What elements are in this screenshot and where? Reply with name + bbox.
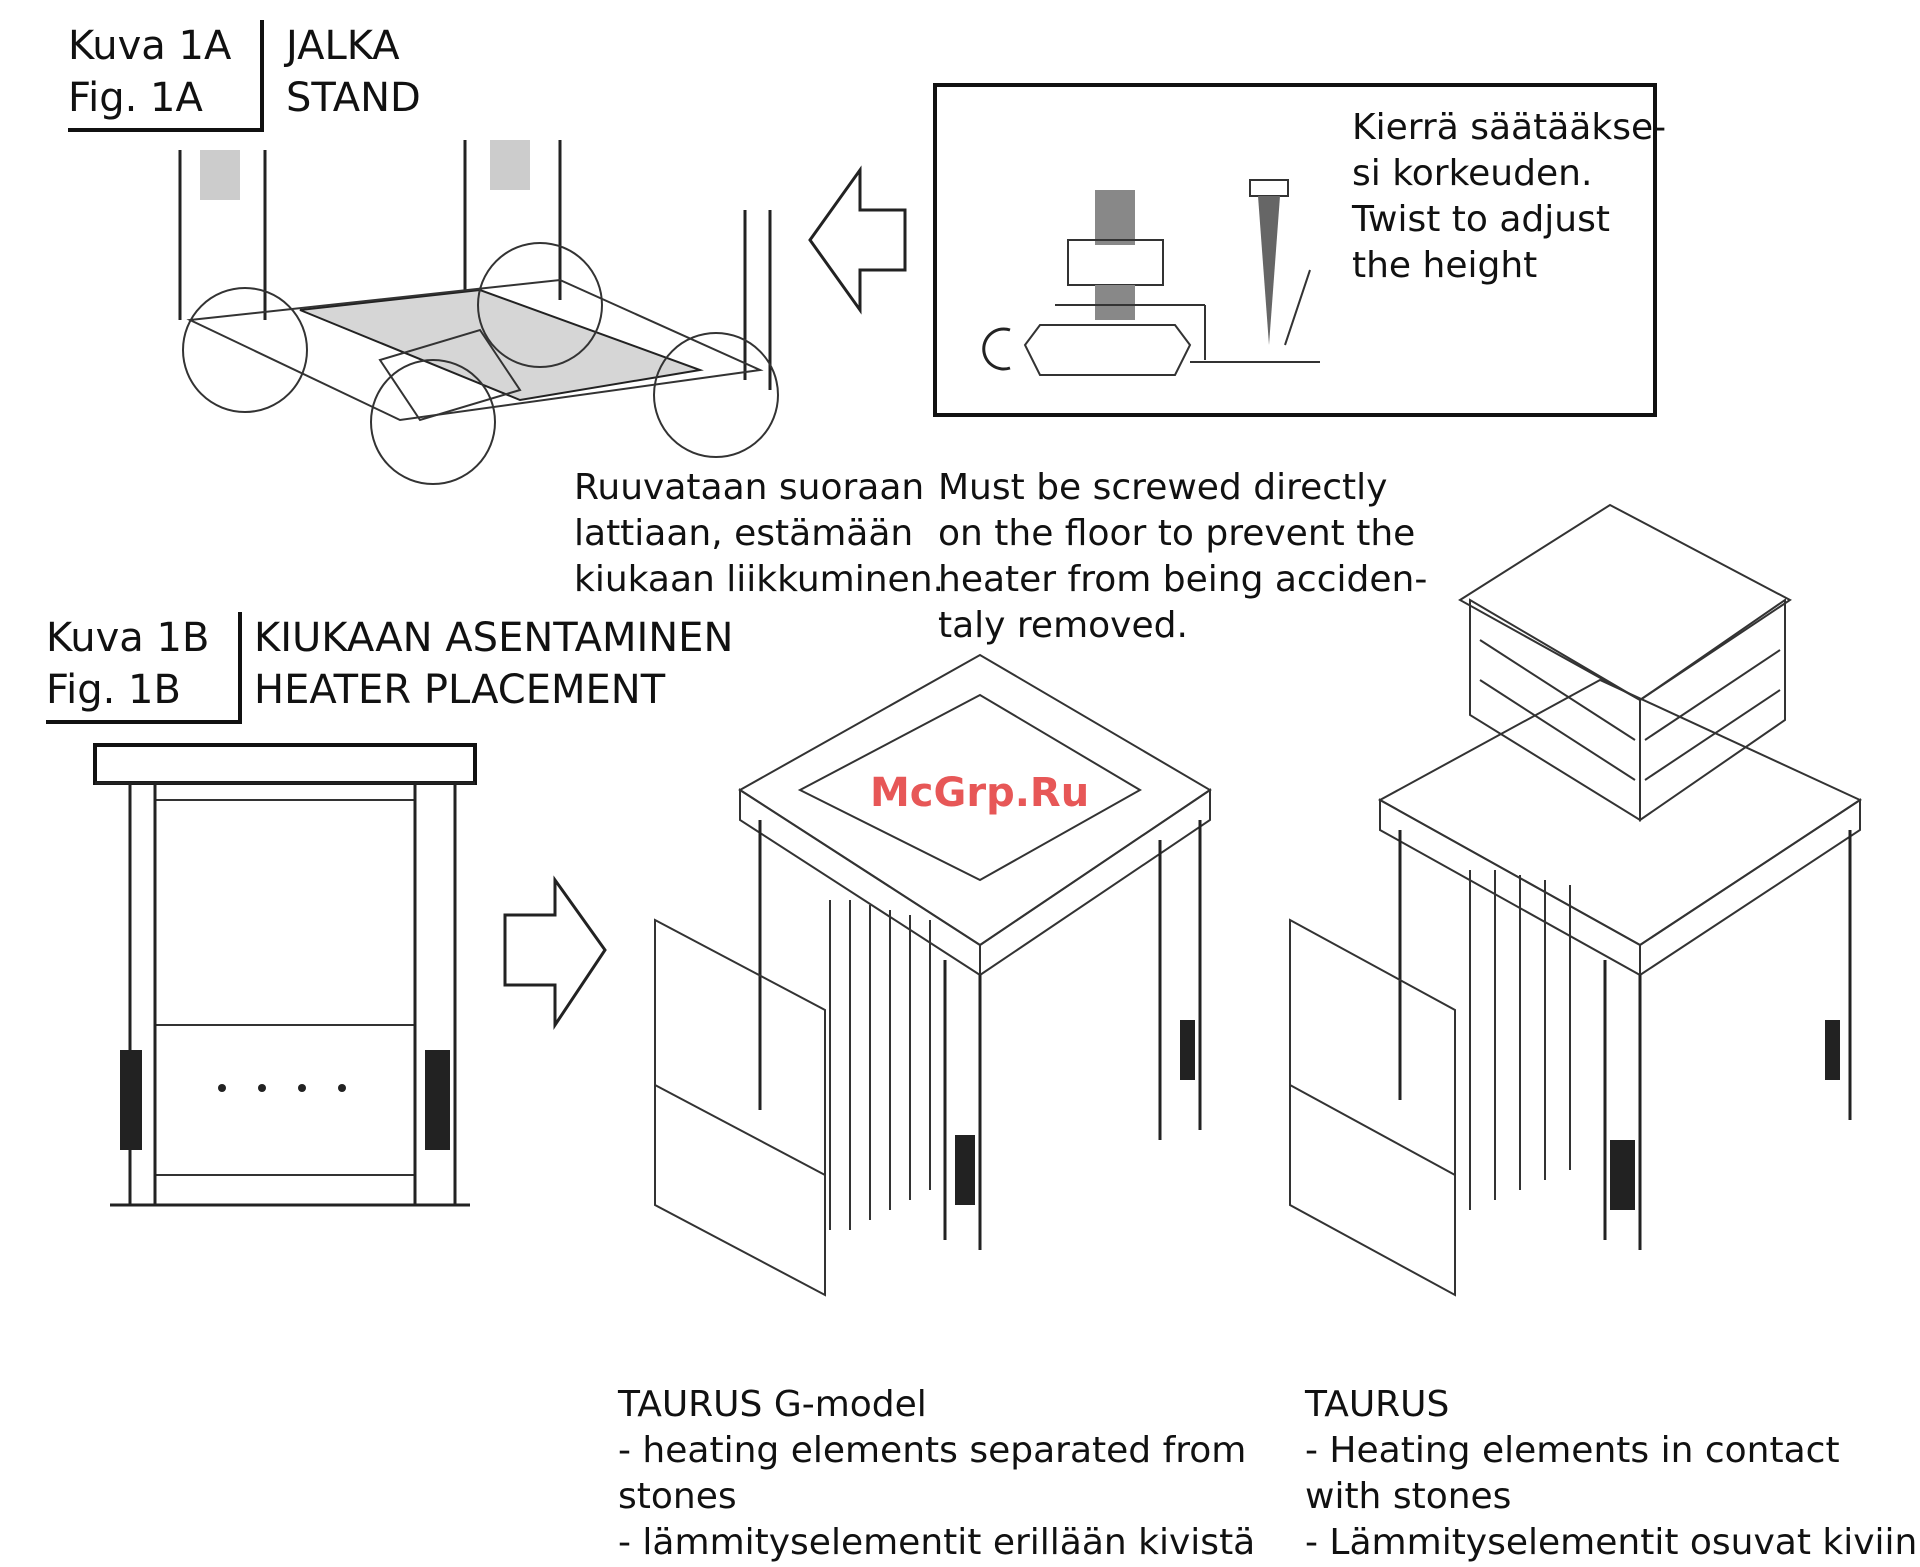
fig1a-label-en: Fig. 1A — [68, 75, 203, 121]
fig1b-label-fi: Kuva 1B — [46, 615, 210, 661]
model-g-caption: TAURUS G-model - heating elements separa… — [618, 1382, 1255, 1566]
fig1b-label: Kuva 1B Fig. 1B — [46, 612, 242, 724]
watermark: McGrp.Ru — [870, 770, 1090, 816]
adjust-note-line-2: si korkeuden. — [1352, 153, 1593, 194]
screw-note-fi-line-1: Ruuvataan suoraan — [574, 467, 925, 508]
model-g-line-4: - lämmityselementit erillään kivistä — [618, 1522, 1256, 1563]
screw-note-en-line-1: Must be screwed directly — [938, 467, 1388, 508]
arrow-left-icon — [808, 165, 907, 315]
adjust-note-line-4: the height — [1352, 245, 1538, 286]
model-g-line-3: stones — [618, 1476, 737, 1517]
heater-g-model-drawing — [654, 653, 1212, 1297]
model-g-line-2: - heating elements separated from — [618, 1430, 1247, 1471]
screw-note-fi: Ruuvataan suoraan lattiaan, estämään kiu… — [574, 465, 944, 603]
fig1a-title-fi: JALKA — [286, 23, 400, 69]
arrow-right-icon — [503, 875, 607, 1030]
adjust-detail-box — [933, 83, 1657, 417]
model-std-line-4: - Lämmityselementit osuvat kiviin — [1305, 1522, 1918, 1563]
adjust-note-line-3: Twist to adjust — [1352, 199, 1610, 240]
model-std-line-3: with stones — [1305, 1476, 1512, 1517]
model-std-line-2: - Heating elements in contact — [1305, 1430, 1840, 1471]
adjust-note-line-1: Kierrä säätääkse- — [1352, 107, 1667, 148]
fig1a-title-en: STAND — [286, 75, 421, 121]
fig1b-title-fi: KIUKAAN ASENTAMINEN — [254, 615, 734, 661]
model-std-caption: TAURUS - Heating elements in contact wit… — [1305, 1382, 1917, 1566]
screw-note-en-line-3: heater from being acciden- — [938, 559, 1428, 600]
screw-note-fi-line-2: lattiaan, estämään — [574, 513, 914, 554]
screw-note-en-line-4: taly removed. — [938, 605, 1188, 646]
fig1b-title: KIUKAAN ASENTAMINEN HEATER PLACEMENT — [254, 612, 733, 716]
fig1b-label-en: Fig. 1B — [46, 667, 181, 713]
model-g-line-1: TAURUS G-model — [618, 1384, 927, 1425]
stand-drawing — [178, 140, 779, 485]
heater-std-model-drawing — [1289, 503, 1863, 1297]
fig1a-title: JALKA STAND — [286, 20, 421, 124]
screw-note-fi-line-3: kiukaan liikkuminen. — [574, 559, 944, 600]
adjust-note: Kierrä säätääkse- si korkeuden. Twist to… — [1352, 105, 1666, 289]
screw-note-en-line-2: on the floor to prevent the — [938, 513, 1416, 554]
model-std-line-1: TAURUS — [1305, 1384, 1450, 1425]
fig1b-title-en: HEATER PLACEMENT — [254, 667, 666, 713]
fig1a-label: Kuva 1A Fig. 1A — [68, 20, 264, 132]
fig1a-label-fi: Kuva 1A — [68, 23, 232, 69]
screw-note-en: Must be screwed directly on the floor to… — [938, 465, 1427, 649]
heater-front-view — [93, 743, 477, 1207]
